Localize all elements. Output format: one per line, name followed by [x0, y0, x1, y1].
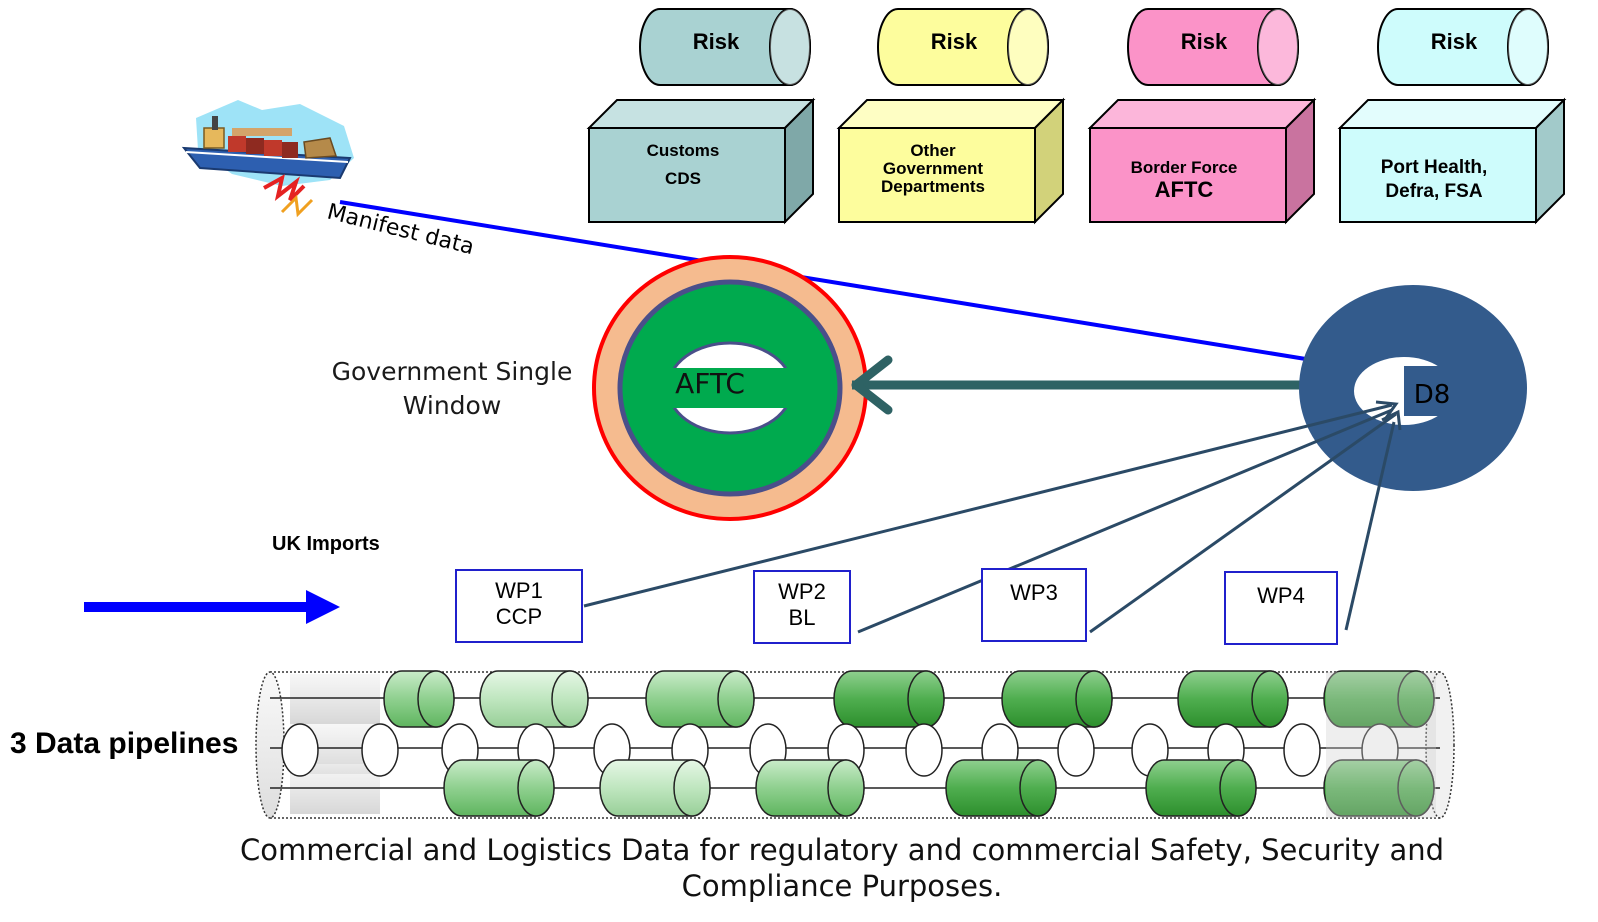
d8-to-aftc-arrow: [851, 355, 1312, 415]
data-segment: [1145, 759, 1257, 817]
agency-label-line: Government: [883, 159, 983, 178]
agency-label-line: Customs: [647, 141, 720, 160]
data-segment: [1323, 759, 1435, 817]
gsw-label-line2: Window: [403, 391, 502, 420]
data-segment: [1001, 670, 1113, 728]
work-package-box: WP4: [1224, 571, 1338, 645]
uk-imports-arrow: [84, 590, 340, 624]
risk-label: Risk: [1431, 29, 1478, 54]
data-segment: [755, 759, 865, 817]
data-segment: [833, 670, 945, 728]
pipe-ring: [1283, 723, 1321, 777]
work-package-label: CCP: [496, 604, 542, 629]
pipe-ring: [281, 723, 319, 777]
aftc-gsw-roundel: [592, 255, 868, 521]
data-segment: [645, 670, 755, 728]
wp-connectors: [583, 400, 1402, 634]
data-segment: [599, 759, 711, 817]
d8-label: D8: [1414, 380, 1451, 410]
pipelines-label: 3 Data pipelines: [10, 727, 238, 760]
agency-box: Port Health, Defra, FSA: [1337, 97, 1567, 225]
container-ship-icon: [181, 100, 354, 218]
agency-label-line: Border Force: [1131, 158, 1238, 177]
risk-label: Risk: [931, 29, 978, 54]
risk-cylinder: Risk: [1377, 8, 1549, 86]
risk-label: Risk: [1181, 29, 1228, 54]
agency-label-line: Defra, FSA: [1385, 181, 1482, 202]
agency-label-line: Other: [910, 141, 956, 160]
agency-label-line: Port Health,: [1381, 157, 1488, 178]
data-segment: [443, 759, 555, 817]
risk-cylinder: Risk: [1127, 8, 1299, 86]
aftc-label: AFTC: [675, 367, 745, 400]
uk-imports-label: UK Imports: [272, 533, 380, 555]
data-pipelines: [255, 670, 1455, 819]
data-segment: [383, 670, 455, 728]
gsw-label-line1: Government Single: [332, 357, 573, 386]
data-segment: [1177, 670, 1289, 728]
work-package-label: BL: [789, 605, 816, 630]
caption-line1: Commercial and Logistics Data for regula…: [240, 833, 1444, 867]
risk-cylinders: Risk Risk Risk Risk: [639, 8, 1549, 86]
pipe-ring: [905, 723, 943, 777]
work-package-box: WP3: [981, 568, 1087, 642]
work-package-label: WP3: [1010, 580, 1058, 605]
pipe-ring: [361, 723, 399, 777]
risk-cylinder: Risk: [639, 8, 811, 86]
manifest-data-label: Manifest data: [325, 200, 477, 261]
agency-boxes: CustomsCDSOtherGovernmentDepartmentsBord…: [586, 97, 1567, 225]
agency-label-line: AFTC: [1155, 177, 1214, 202]
agency-label-line: Departments: [881, 177, 985, 196]
work-package-label: WP1: [495, 578, 543, 603]
pipe-ring: [1057, 723, 1095, 777]
data-segment: [945, 759, 1057, 817]
agency-label-line: CDS: [665, 169, 701, 188]
work-package-label: WP4: [1257, 583, 1305, 608]
risk-cylinder: Risk: [877, 8, 1049, 86]
data-segment: [479, 670, 589, 728]
risk-label: Risk: [693, 29, 740, 54]
data-segment: [1323, 670, 1435, 728]
caption-line2: Compliance Purposes.: [682, 869, 1003, 903]
work-package-label: WP2: [778, 579, 826, 604]
